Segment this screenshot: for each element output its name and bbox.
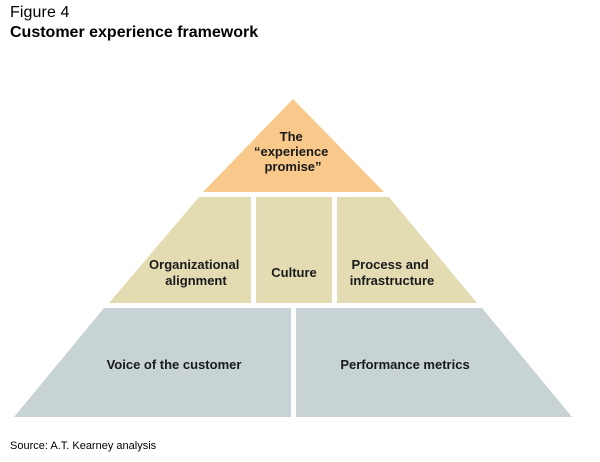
process-infrastructure-label: Process and infrastructure: [350, 257, 435, 288]
organizational-alignment-label: Organizational alignment: [149, 257, 243, 288]
source-note: Source: A.T. Kearney analysis: [10, 440, 157, 452]
pyramid-top-experience-promise: [203, 99, 384, 192]
pyramid-middle-organizational-alignment: [109, 197, 251, 303]
pyramid-bottom-voice-of-customer: [14, 308, 291, 417]
performance-metrics-label: Performance metrics: [340, 357, 469, 372]
pyramid-middle-process-infrastructure: [337, 197, 477, 303]
figure-label: Figure 4: [10, 4, 70, 21]
voice-of-customer-label: Voice of the customer: [107, 357, 242, 372]
culture-label: Culture: [271, 265, 317, 280]
top-label: The “experience promise”: [254, 129, 332, 174]
figure-title: Customer experience framework: [10, 24, 259, 41]
pyramid-middle-culture: [256, 197, 332, 303]
pyramid-bottom-performance-metrics: [296, 308, 572, 417]
